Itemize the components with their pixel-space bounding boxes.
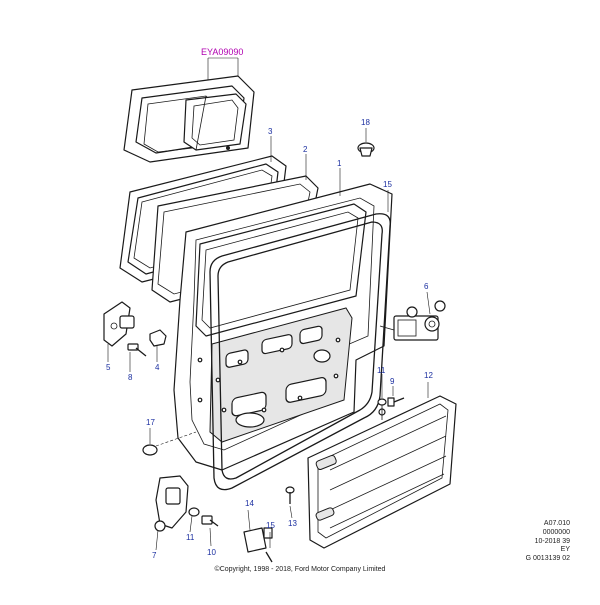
part-6-latch: [379, 300, 446, 341]
eya09090-link[interactable]: EYA09090: [201, 47, 244, 57]
callout-16: 15: [383, 180, 392, 189]
callout-11-lower: 11: [186, 533, 195, 542]
callout-13: 13: [288, 519, 297, 528]
reference-line: EY: [560, 546, 570, 554]
part-14-15-bracket: [243, 527, 273, 563]
callout-4: 4: [155, 363, 160, 372]
part-12-trim-panel: [307, 395, 457, 549]
part-5-hinge: [103, 301, 135, 347]
reference-line: A07.010: [543, 520, 570, 527]
sliding-window-assembly: [123, 75, 255, 163]
reference-line: G 0013139 02: [525, 555, 570, 562]
callout-8: 8: [128, 373, 133, 382]
reference-block: A07.010 0000000 10-2018 39 EY G 0013139 …: [526, 520, 570, 564]
leader-lines: [107, 128, 431, 551]
callout-3: 3: [268, 127, 273, 136]
copyright-notice: ©Copyright, 1998 - 2018, Ford Motor Comp…: [214, 566, 386, 573]
callout-10: 10: [207, 548, 216, 557]
callout-11-upper: 11: [377, 366, 386, 375]
callout-15: 15: [266, 521, 275, 530]
part-11-10-fixings: [188, 507, 219, 527]
callout-1: 1: [337, 159, 342, 168]
callout-6: 6: [424, 282, 429, 291]
reference-line: 0000000: [542, 528, 570, 536]
callout-17: 17: [146, 418, 155, 427]
part-4-block: [149, 329, 167, 347]
part-1-door-shell: [173, 183, 393, 471]
part-8-bolt: [127, 343, 147, 357]
callout-9: 9: [390, 377, 395, 386]
part-7-lower-hinge: [154, 475, 189, 532]
callout-14: 14: [245, 499, 254, 508]
callout-7: 7: [152, 551, 157, 560]
callout-12: 12: [424, 371, 433, 380]
part-18-grommet: [357, 142, 375, 157]
part-17-grommet: [142, 431, 197, 456]
part-13-pin: [285, 486, 295, 504]
part-16-door-seal: [209, 213, 391, 491]
callout-2: 2: [303, 145, 308, 154]
reference-line: 10-2018 39: [534, 537, 570, 545]
part-11-9-fixings: [377, 397, 405, 407]
callout-18: 18: [361, 118, 370, 127]
callout-5: 5: [106, 363, 111, 372]
